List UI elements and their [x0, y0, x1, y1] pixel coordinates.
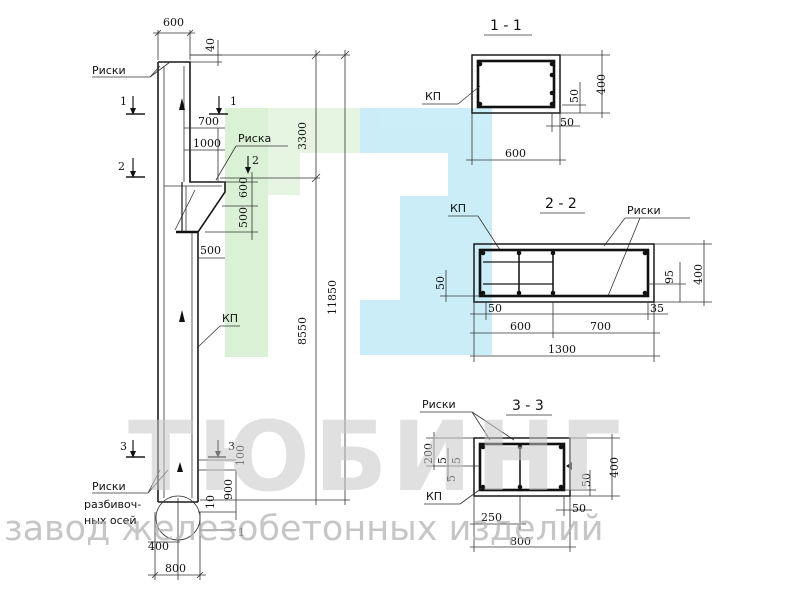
s2-d50-v: 50 [434, 276, 447, 290]
label-kp-column: КП [222, 312, 238, 325]
section-3-3: 3 - 3 Риски 200 5 5 5 КП 400 50 [420, 398, 621, 552]
s1-kp: КП [425, 90, 441, 103]
s2-kp: КП [450, 202, 466, 215]
s3-d50h: 50 [572, 502, 586, 515]
dim-40: 40 [204, 38, 217, 52]
dim-900: 900 [222, 479, 235, 500]
column-elevation: 600 40 Риски 1 1 700 1000 2 2 [84, 16, 350, 580]
dim-8550: 8550 [296, 317, 309, 345]
section3-title: 3 - 3 [512, 398, 544, 414]
watermark-brand: ТЮБИНГ [128, 401, 625, 513]
label-risk-mid: Риска [238, 132, 271, 145]
dim-600-col: 600 [237, 177, 250, 198]
cut1-right: 1 [230, 95, 237, 108]
cut3-left: 3 [120, 440, 127, 453]
s3-d800: 800 [510, 535, 531, 548]
dim-400-base: 400 [148, 540, 169, 553]
s2-d400: 400 [692, 264, 705, 285]
s3-d50v: 50 [580, 473, 593, 487]
watermark-logo [225, 108, 492, 357]
s3-d200: 200 [422, 443, 435, 464]
section2-title: 2 - 2 [545, 196, 577, 212]
cut2-left: 2 [118, 160, 125, 173]
dim-10: 10 [204, 495, 217, 509]
s2-d50-h: 50 [488, 302, 502, 315]
s3-kp: КП [426, 490, 442, 503]
dim-11850: 11850 [326, 280, 339, 315]
cut3-right: 3 [228, 440, 235, 453]
s1-width: 600 [505, 147, 526, 160]
section1-title: 1 - 1 [490, 18, 522, 34]
s3-d5c: 5 [445, 475, 458, 482]
s3-d5b: 5 [450, 457, 463, 464]
s3-risk: Риски [422, 398, 456, 411]
dim-500-col-b: 500 [200, 244, 221, 257]
s2-d95: 95 [663, 270, 676, 284]
dim-3300: 3300 [296, 122, 309, 150]
dim-100: 100 [234, 445, 247, 466]
label-risks-bottom: Риски [92, 480, 126, 493]
cut1-left: 1 [120, 95, 127, 108]
label-risks-top: Риски [92, 64, 126, 77]
s2-d700: 700 [590, 320, 611, 333]
watermark-text: ТЮБИНГ завод железобетонных изделий [4, 401, 625, 549]
s2-risk: Риски [627, 204, 661, 217]
section-1-1: 1 - 1 400 50 50 600 КП [422, 18, 610, 165]
s2-d35: 35 [650, 302, 664, 315]
s1-cover-v: 50 [568, 89, 581, 103]
dim-column-width: 600 [163, 16, 184, 29]
dim-800-base: 800 [165, 562, 186, 575]
s2-d600: 600 [510, 320, 531, 333]
axis-mark-1: 1 [238, 526, 245, 539]
label-axis-note-2: ных осей [84, 514, 137, 527]
s3-d5a: 5 [436, 457, 449, 464]
s3-d400: 400 [608, 457, 621, 478]
dim-1000: 1000 [193, 137, 221, 150]
label-axis-note-1: разбивоч- [84, 498, 141, 511]
cut2-right: 2 [252, 154, 259, 167]
s1-cover-h: 50 [560, 116, 574, 129]
dim-700: 700 [198, 115, 219, 128]
section-2-2: 2 - 2 КП Риски 50 400 95 [434, 196, 712, 362]
s2-d1300: 1300 [548, 343, 576, 356]
dim-500-col-a: 500 [237, 207, 250, 228]
watermark-tagline: завод железобетонных изделий [4, 509, 604, 549]
s3-d250: 250 [481, 511, 502, 524]
s1-height: 400 [595, 74, 608, 95]
